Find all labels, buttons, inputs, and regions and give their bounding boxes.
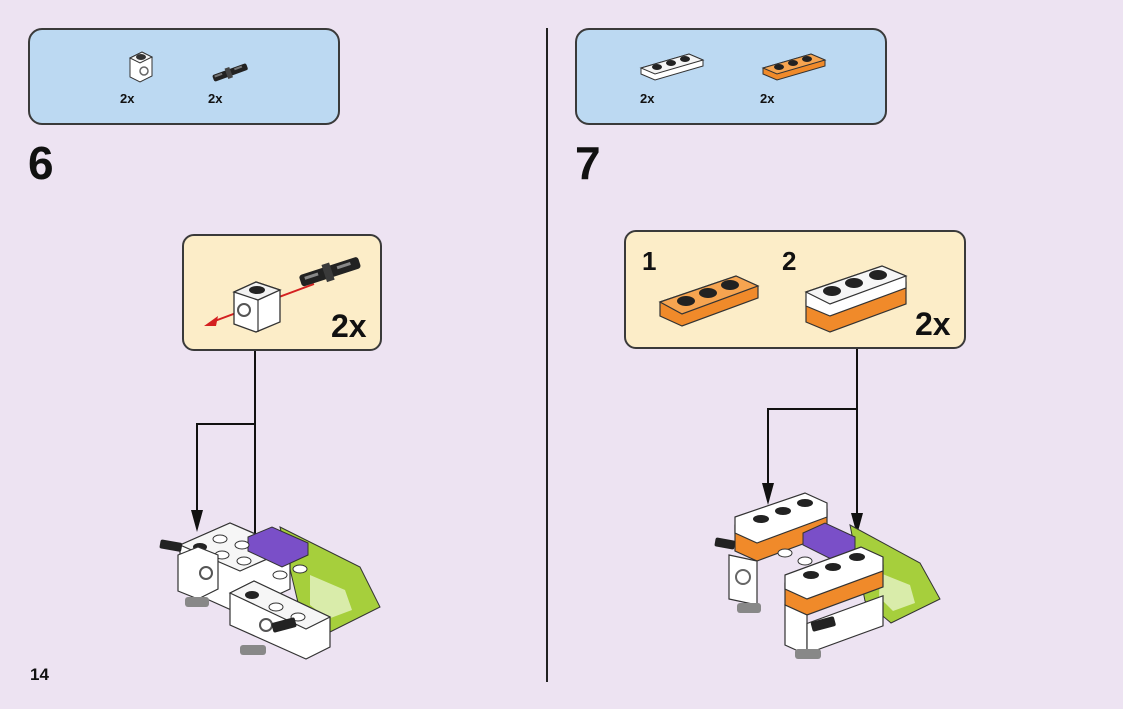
step6-part2-qty: 2x xyxy=(208,91,223,106)
page-number: 14 xyxy=(30,665,49,684)
step6-part1-qty: 2x xyxy=(120,91,135,106)
step7-part2-qty: 2x xyxy=(760,91,775,106)
page-divider xyxy=(546,28,548,682)
white-plate-1x3-icon xyxy=(639,53,705,81)
step7-callout: 1 2 2x xyxy=(624,230,966,349)
step7-part1-qty: 2x xyxy=(640,91,655,106)
step7-substep-1: 1 xyxy=(642,246,657,276)
pin-insert-illustration xyxy=(204,257,361,333)
orange-plate-illustration xyxy=(658,275,760,327)
step7-callout-qty: 2x xyxy=(915,306,951,342)
step7-substep-2: 2 xyxy=(782,246,797,276)
black-pin-axle-icon xyxy=(212,63,248,82)
orange-plate-1x3-icon xyxy=(761,53,827,81)
step6-parts-panel: 2x 2x xyxy=(28,28,340,125)
step7-number: 7 xyxy=(575,137,601,189)
stacked-plate-illustration xyxy=(804,265,908,333)
step6-number: 6 xyxy=(28,137,54,189)
step6-callout: 2x xyxy=(182,234,382,351)
step7-parts-panel: 2x 2x xyxy=(575,28,887,125)
step6-model-illustration xyxy=(159,522,381,660)
step7-model-illustration xyxy=(714,492,941,659)
white-brick-with-hole-icon xyxy=(128,51,154,83)
step6-callout-qty: 2x xyxy=(331,308,367,344)
